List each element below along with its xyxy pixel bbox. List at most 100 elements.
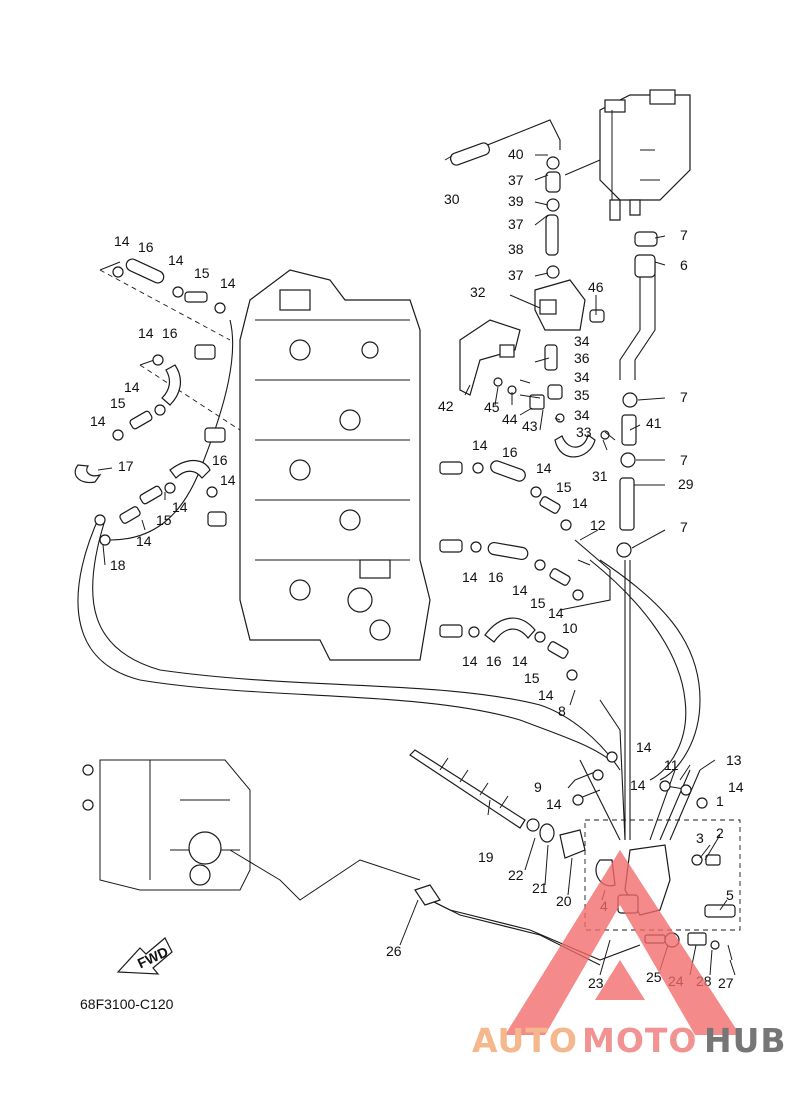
callout-14-s: 14 bbox=[636, 739, 652, 755]
vapor-separator-tank bbox=[599, 89, 691, 221]
callout-10: 10 bbox=[562, 620, 578, 636]
callout-14-u: 14 bbox=[728, 779, 744, 795]
fwd-arrow-icon: FWD bbox=[116, 937, 173, 975]
callout-42: 42 bbox=[438, 398, 454, 414]
callout-44: 44 bbox=[502, 411, 518, 427]
callout-11: 11 bbox=[664, 757, 679, 773]
callout-32: 32 bbox=[470, 284, 486, 300]
callout-12: 12 bbox=[590, 517, 606, 533]
callout-14-b: 14 bbox=[168, 252, 184, 268]
callout-18: 18 bbox=[110, 557, 126, 573]
callout-15-f: 15 bbox=[524, 670, 540, 686]
callout-29: 29 bbox=[678, 476, 694, 492]
callout-2: 2 bbox=[716, 825, 724, 841]
callout-17: 17 bbox=[118, 458, 134, 474]
watermark-triangle-icon bbox=[505, 850, 740, 1035]
callout-6: 6 bbox=[680, 257, 688, 273]
callout-14-j: 14 bbox=[472, 437, 488, 453]
engine-cylinder-block bbox=[239, 269, 431, 661]
callout-41: 41 bbox=[646, 415, 662, 431]
callout-14-v: 14 bbox=[546, 796, 562, 812]
callout-16-c: 16 bbox=[212, 452, 228, 468]
callout-46: 46 bbox=[588, 279, 604, 295]
callout-34-b: 34 bbox=[574, 369, 590, 385]
callout-45: 45 bbox=[484, 399, 500, 415]
callout-5: 5 bbox=[726, 887, 734, 903]
callout-22: 22 bbox=[508, 867, 524, 883]
callout-21: 21 bbox=[532, 880, 548, 896]
leader-lines bbox=[97, 154, 736, 976]
callout-7a: 7 bbox=[680, 227, 688, 243]
callout-14-n: 14 bbox=[512, 582, 528, 598]
callout-15-a: 15 bbox=[194, 265, 210, 281]
callout-37-c: 37 bbox=[508, 267, 524, 283]
top-hose-stack bbox=[449, 119, 601, 279]
callout-43: 43 bbox=[522, 418, 538, 434]
callout-26: 26 bbox=[386, 943, 402, 959]
left-hose-clamp-cluster bbox=[74, 258, 241, 546]
callout-35: 35 bbox=[574, 387, 590, 403]
watermark-text-auto: AUTO bbox=[472, 1021, 578, 1060]
callout-15-e: 15 bbox=[530, 595, 546, 611]
right-hose-clamp-cluster bbox=[439, 460, 584, 681]
callout-40: 40 bbox=[508, 146, 524, 162]
solenoid-valve-assembly bbox=[459, 279, 610, 458]
callout-13: 13 bbox=[726, 752, 742, 768]
callout-14-k: 14 bbox=[536, 460, 552, 476]
callout-labels: 1 2 3 4 5 6 7 7 7 7 8 9 10 11 12 13 14 1… bbox=[90, 146, 744, 991]
watermark-logo: AUTO MOTO HUB bbox=[472, 850, 787, 1060]
callout-9: 9 bbox=[534, 779, 542, 795]
callout-23: 23 bbox=[588, 975, 604, 991]
callout-16-f: 16 bbox=[486, 653, 502, 669]
callout-16-b: 16 bbox=[162, 325, 178, 341]
callout-30: 30 bbox=[444, 191, 460, 207]
callout-36: 36 bbox=[574, 350, 590, 366]
callout-15-d: 15 bbox=[556, 479, 572, 495]
callout-34-c: 34 bbox=[574, 407, 590, 423]
callout-37-a: 37 bbox=[508, 172, 524, 188]
callout-34-a: 34 bbox=[574, 333, 590, 349]
callout-14-a: 14 bbox=[114, 233, 130, 249]
callout-14-p: 14 bbox=[462, 653, 478, 669]
callout-37-b: 37 bbox=[508, 216, 524, 232]
watermark-text-moto: MOTO bbox=[582, 1021, 697, 1060]
callout-3: 3 bbox=[696, 830, 704, 846]
callout-15-b: 15 bbox=[110, 395, 126, 411]
right-fuel-line bbox=[616, 231, 658, 558]
callout-14-r: 14 bbox=[538, 687, 554, 703]
callout-39: 39 bbox=[508, 193, 524, 209]
callout-14-f: 14 bbox=[90, 413, 106, 429]
callout-7b: 7 bbox=[680, 389, 688, 405]
callout-14-i: 14 bbox=[136, 533, 152, 549]
callout-7d: 7 bbox=[680, 519, 688, 535]
callout-14-d: 14 bbox=[138, 325, 154, 341]
callout-16-e: 16 bbox=[488, 569, 504, 585]
callout-14-m: 14 bbox=[462, 569, 478, 585]
callout-1: 1 bbox=[716, 793, 724, 809]
callout-16-d: 16 bbox=[502, 444, 518, 460]
callout-38: 38 bbox=[508, 241, 524, 257]
lower-engine-outline bbox=[82, 759, 251, 891]
callout-20: 20 bbox=[556, 893, 572, 909]
callout-14-o: 14 bbox=[548, 605, 564, 621]
callout-31: 31 bbox=[592, 468, 608, 484]
callout-27: 27 bbox=[718, 975, 734, 991]
callout-14-h: 14 bbox=[172, 499, 188, 515]
callout-8: 8 bbox=[558, 703, 566, 719]
part-code: 68F3100-C120 bbox=[80, 996, 174, 1012]
callout-14-q: 14 bbox=[512, 653, 528, 669]
callout-33: 33 bbox=[576, 424, 592, 440]
callout-14-c: 14 bbox=[220, 275, 236, 291]
callout-14-e: 14 bbox=[124, 379, 140, 395]
callout-19: 19 bbox=[478, 849, 494, 865]
watermark-text-hub: HUB bbox=[704, 1021, 787, 1060]
callout-16-a: 16 bbox=[138, 239, 154, 255]
callout-15-c: 15 bbox=[156, 512, 172, 528]
callout-14-l: 14 bbox=[572, 495, 588, 511]
hose-routes bbox=[77, 319, 701, 966]
callout-14-g: 14 bbox=[220, 472, 236, 488]
callout-7c: 7 bbox=[680, 452, 688, 468]
callout-25: 25 bbox=[646, 969, 662, 985]
